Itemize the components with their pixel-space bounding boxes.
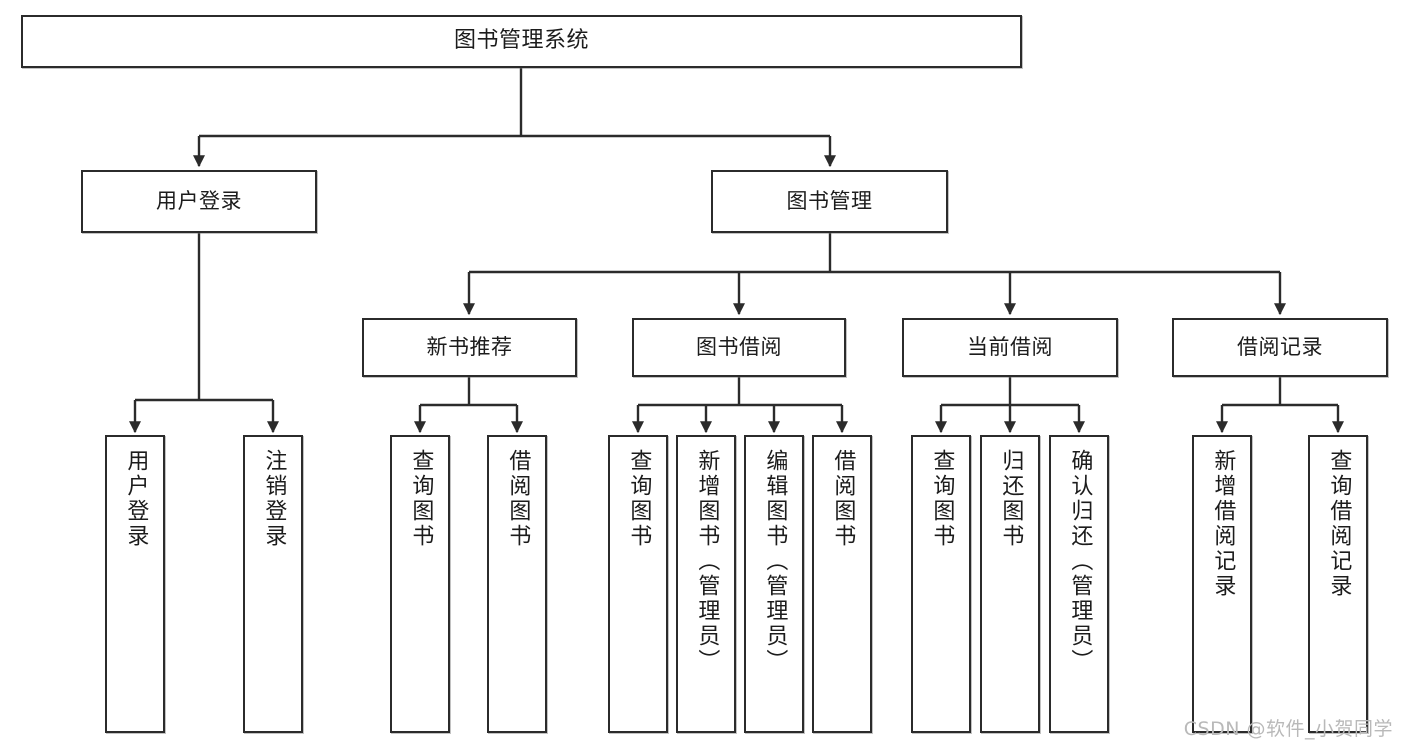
node-label: 编辑图书（管理员） (762, 449, 788, 674)
leaf-borrow-edit-book-admin[interactable]: 编辑图书（管理员） (744, 435, 804, 733)
node-borrow-record[interactable]: 借阅记录 (1172, 318, 1388, 377)
node-user-login[interactable]: 用户登录 (81, 170, 317, 233)
node-book-borrow[interactable]: 图书借阅 (632, 318, 846, 377)
node-label: 借阅图书 (505, 449, 531, 549)
leaf-record-query-record[interactable]: 查询借阅记录 (1308, 435, 1368, 733)
node-label: 当前借阅 (967, 334, 1053, 359)
node-label: 查询图书 (626, 449, 652, 549)
leaf-borrow-add-book-admin[interactable]: 新增图书（管理员） (676, 435, 736, 733)
node-root-system[interactable]: 图书管理系统 (21, 15, 1022, 68)
node-label: 图书管理系统 (453, 28, 589, 54)
leaf-borrow-borrow-book[interactable]: 借阅图书 (812, 435, 872, 733)
node-label: 图书管理 (786, 188, 873, 213)
node-label: 用户登录 (123, 449, 149, 549)
node-label: 新增借阅记录 (1210, 449, 1236, 599)
leaf-recommend-query-book[interactable]: 查询图书 (390, 435, 450, 733)
node-label: 用户登录 (156, 188, 242, 213)
node-label: 借阅图书 (830, 449, 856, 549)
leaf-user-login-login[interactable]: 用户登录 (105, 435, 165, 733)
node-label: 确认归还（管理员） (1067, 449, 1093, 674)
leaf-current-return-book[interactable]: 归还图书 (980, 435, 1040, 733)
leaf-current-query-book[interactable]: 查询图书 (911, 435, 971, 733)
node-label: 图书借阅 (696, 334, 782, 359)
node-new-book-recommend[interactable]: 新书推荐 (362, 318, 577, 377)
node-label: 注销登录 (261, 449, 287, 549)
leaf-recommend-borrow-book[interactable]: 借阅图书 (487, 435, 547, 733)
node-label: 归还图书 (998, 449, 1024, 549)
leaf-current-confirm-return-admin[interactable]: 确认归还（管理员） (1049, 435, 1109, 733)
node-label: 新增图书（管理员） (694, 449, 720, 674)
node-label: 借阅记录 (1237, 334, 1323, 359)
leaf-record-add-record[interactable]: 新增借阅记录 (1192, 435, 1252, 733)
node-label: 查询图书 (929, 449, 955, 549)
node-label: 新书推荐 (426, 334, 513, 359)
leaf-borrow-query-book[interactable]: 查询图书 (608, 435, 668, 733)
node-current-borrow[interactable]: 当前借阅 (902, 318, 1118, 377)
node-book-management[interactable]: 图书管理 (711, 170, 948, 233)
node-label: 查询图书 (408, 449, 434, 549)
leaf-user-login-logout[interactable]: 注销登录 (243, 435, 303, 733)
node-label: 查询借阅记录 (1326, 449, 1352, 599)
watermark-text: CSDN @软件_小贺同学 (1183, 718, 1393, 740)
